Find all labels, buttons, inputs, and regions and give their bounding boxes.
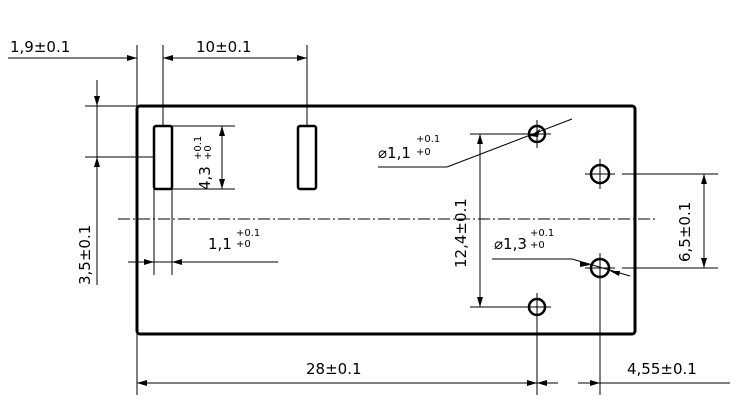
dim-pin-offset-x-label: 1,9±0.1 [10, 38, 70, 56]
dim-pin-height-label: 4,3 [196, 166, 214, 190]
dim-pin-spacing-label: 10±0.1 [196, 38, 252, 56]
callout-small-hole-tol-upper: +0.1 [416, 134, 440, 145]
pin-left [152, 124, 174, 191]
dim-pin-width-tol-upper: +0.1 [236, 228, 260, 239]
callout-small-hole-tol-lower: +0 [416, 147, 431, 158]
callout-small-hole-label: ⌀1,1 [378, 144, 411, 162]
hole-right-upper [585, 159, 615, 189]
dim-hole-pair-spacing-label: 6,5±0.1 [676, 202, 694, 262]
dim-edge-to-center-label: 3,5±0.1 [76, 225, 94, 285]
dim-hole-edge-offset: 4,55±0.1 [537, 283, 730, 395]
dim-hole-vertical-spacing-label: 12,4±0.1 [452, 198, 470, 268]
callout-small-hole: ⌀1,1 +0.1 +0 [378, 118, 573, 168]
dim-pin-spacing: 10±0.1 [163, 38, 308, 126]
dim-pin-height-tol-lower: +0 [203, 145, 214, 160]
hole-right-lower [585, 253, 615, 283]
dim-pin-offset-x: 1,9±0.1 [8, 38, 175, 126]
callout-large-hole-tol-lower: +0 [530, 240, 545, 251]
dim-pin-height-tol-upper: +0.1 [193, 136, 204, 160]
dim-pin-width-label: 1,1 [208, 235, 232, 253]
dim-pin-height: 4,3 +0.1 +0 [172, 125, 235, 190]
dim-overall-length-label: 28±0.1 [306, 360, 362, 378]
component-outline [135, 104, 637, 336]
callout-large-hole: ⌀1,3 +0.1 +0 [492, 228, 631, 277]
dim-overall-length: 28±0.1 [136, 321, 538, 395]
dim-hole-vertical-spacing: 12,4±0.1 [452, 133, 529, 308]
dim-pin-width: 1,1 +0.1 +0 [128, 189, 278, 275]
dim-edge-to-center: 3,5±0.1 [76, 80, 154, 285]
dim-pin-width-tol-lower: +0 [236, 239, 251, 250]
callout-large-hole-label: ⌀1,3 [494, 235, 527, 253]
pin-middle [296, 124, 318, 191]
dim-hole-edge-offset-label: 4,55±0.1 [627, 360, 697, 378]
callout-large-hole-tol-upper: +0.1 [530, 228, 554, 239]
dim-hole-pair-spacing: 6,5±0.1 [622, 173, 718, 269]
